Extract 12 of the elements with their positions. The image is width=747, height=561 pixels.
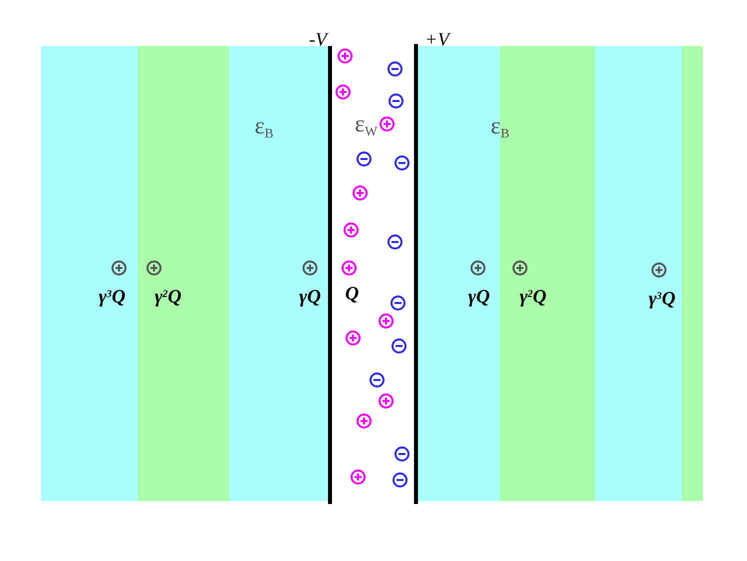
charge-label: γ$^{3}$Q	[98, 288, 126, 306]
permittivity-label: ε$_{B}$	[490, 114, 510, 140]
charge-label: γ$^{2}$Q	[520, 288, 546, 306]
voltage-label: -V	[309, 30, 327, 50]
charge-label: Q	[345, 284, 359, 304]
permittivity-label: ε$_{W}$	[354, 112, 378, 138]
charge-label: γ$^{2}$Q	[154, 288, 182, 306]
charge-label: γQ	[468, 288, 490, 306]
permittivity-label: ε$_{B}$	[254, 114, 274, 140]
charge-label: γQ	[299, 288, 321, 306]
voltage-label: +V	[424, 30, 450, 50]
charge-label: γ$^{3}$Q	[648, 290, 676, 308]
